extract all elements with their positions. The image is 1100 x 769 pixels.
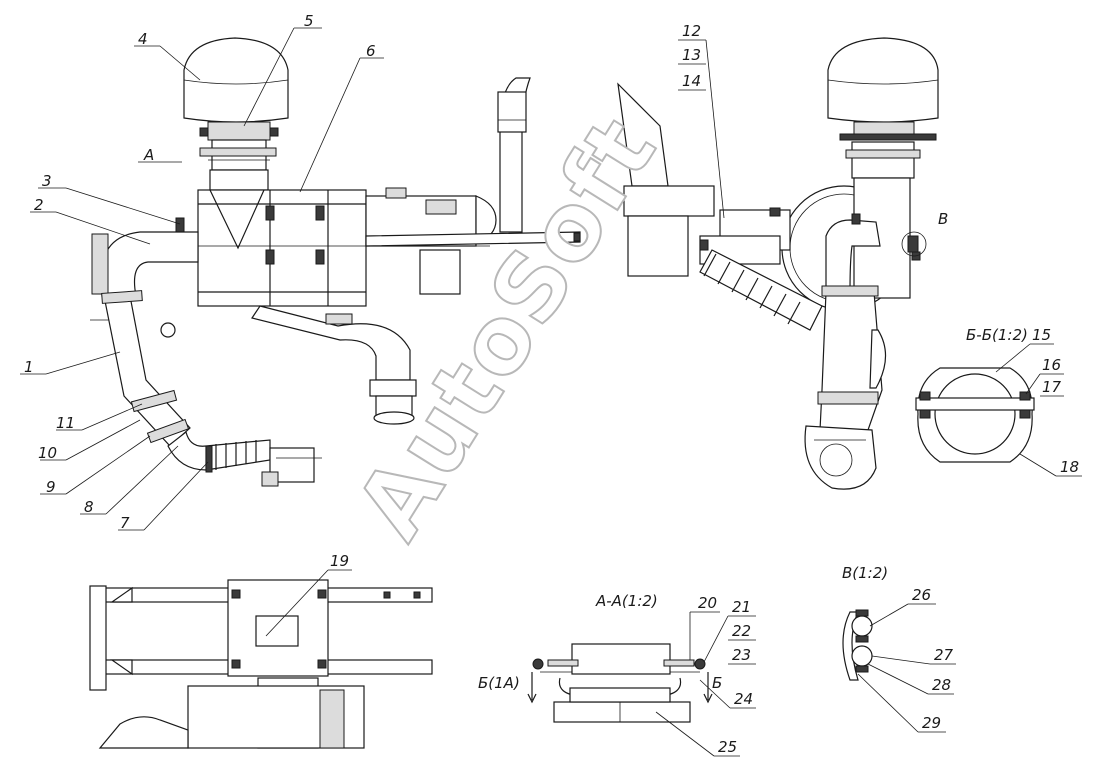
bottom-left-view xyxy=(89,579,433,749)
section-label-b-b: Б-Б(1:2) xyxy=(966,326,1028,344)
section-label-a: А xyxy=(143,146,154,164)
callout-12: 12 xyxy=(682,22,701,40)
left-main-view xyxy=(90,37,581,487)
section-b-b xyxy=(915,367,1035,463)
section-label-v: В xyxy=(938,210,948,228)
callout-15: 15 xyxy=(1032,326,1051,344)
callout-9: 9 xyxy=(46,478,56,496)
callout-4: 4 xyxy=(138,30,148,48)
callout-14: 14 xyxy=(682,72,701,90)
callout-25: 25 xyxy=(718,738,737,756)
callout-1: 1 xyxy=(24,358,34,376)
section-label-a-a: А-А(1:2) xyxy=(595,592,658,610)
callout-5: 5 xyxy=(304,12,314,30)
callout-29: 29 xyxy=(922,714,941,732)
callout-10: 10 xyxy=(38,444,57,462)
detail-v xyxy=(842,609,873,681)
callout-19: 19 xyxy=(330,552,349,570)
callout-28: 28 xyxy=(932,676,951,694)
callout-16: 16 xyxy=(1042,356,1061,374)
section-label-b: Б xyxy=(712,674,722,692)
callout-27: 27 xyxy=(934,646,954,664)
leader-lines xyxy=(20,27,1082,757)
callout-18: 18 xyxy=(1060,458,1079,476)
callout-17: 17 xyxy=(1042,378,1062,396)
callout-24: 24 xyxy=(734,690,753,708)
callout-13: 13 xyxy=(682,46,701,64)
callout-20: 20 xyxy=(698,594,717,612)
callout-26: 26 xyxy=(912,586,931,604)
section-label-b-1a: Б(1А) xyxy=(478,674,520,692)
callout-8: 8 xyxy=(84,498,94,516)
callout-2: 2 xyxy=(34,196,44,214)
callout-6: 6 xyxy=(366,42,376,60)
callout-7: 7 xyxy=(120,514,130,532)
right-main-view xyxy=(617,37,939,490)
callout-22: 22 xyxy=(732,622,751,640)
filter-housing xyxy=(197,189,367,307)
section-label-v-1-2: В(1:2) xyxy=(842,564,888,582)
callout-21: 21 xyxy=(732,598,751,616)
callout-11: 11 xyxy=(56,414,75,432)
callout-3: 3 xyxy=(42,172,52,190)
callout-23: 23 xyxy=(732,646,751,664)
section-a-a xyxy=(527,643,713,723)
